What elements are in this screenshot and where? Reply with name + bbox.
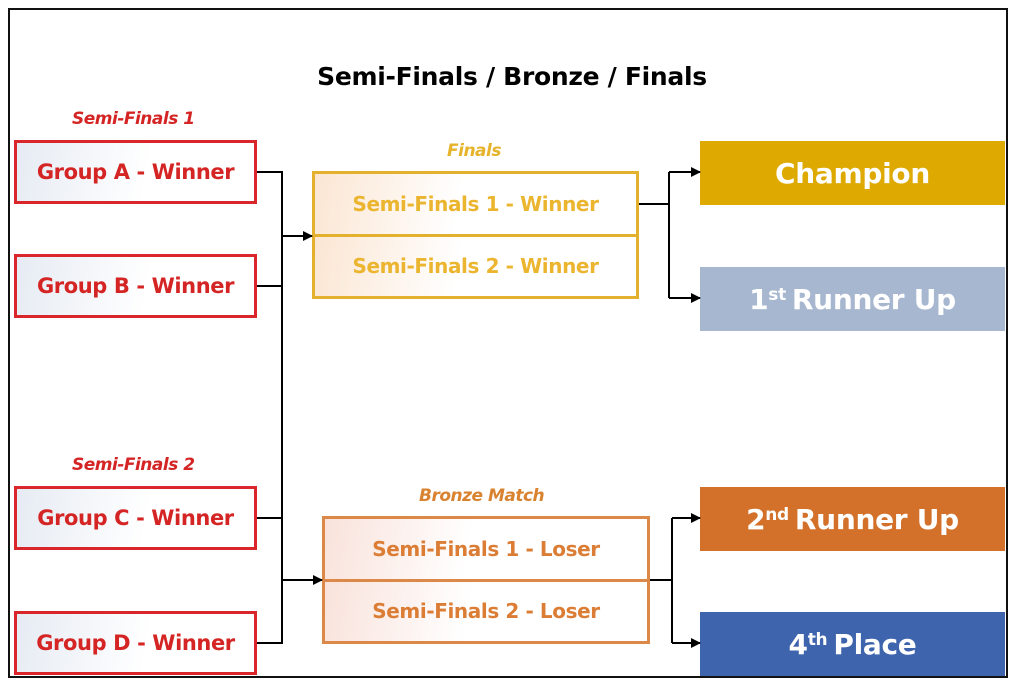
bronze-caption: Bronze Match [419,486,545,506]
result-text: Champion [775,156,930,190]
finals-slot-1: Semi-Finals 1 - Winner [315,174,636,237]
result-number: 4 [788,627,808,661]
finals-caption: Finals [447,141,501,161]
champion-box: Champion [700,141,1005,205]
result-number: 1 [749,282,769,316]
bronze-slot-1: Semi-Finals 1 - Loser [325,519,647,582]
finals-slot-2: Semi-Finals 2 - Winner [315,236,636,296]
semi-finals-1-caption: Semi-Finals 1 [72,109,195,129]
result-number: 2 [746,502,766,536]
result-text: Place [833,627,917,661]
result-text: Runner Up [794,502,959,536]
group-b-winner-box: Group B - Winner [14,254,257,318]
result-ordinal-suffix: th [807,630,828,650]
group-c-winner-box: Group C - Winner [14,486,257,550]
result-ordinal-suffix: nd [765,505,789,525]
group-d-winner-box: Group D - Winner [14,611,257,675]
bronze-match-box: Semi-Finals 1 - Loser Semi-Finals 2 - Lo… [322,516,650,644]
result-ordinal-suffix: st [768,285,786,305]
bronze-slot-2: Semi-Finals 2 - Loser [325,581,647,641]
diagram-title: Semi-Finals / Bronze / Finals [317,62,707,91]
group-a-winner-box: Group A - Winner [14,140,257,204]
semi-finals-2-caption: Semi-Finals 2 [72,455,195,475]
finals-match-box: Semi-Finals 1 - Winner Semi-Finals 2 - W… [312,171,639,299]
result-text: Runner Up [791,282,956,316]
